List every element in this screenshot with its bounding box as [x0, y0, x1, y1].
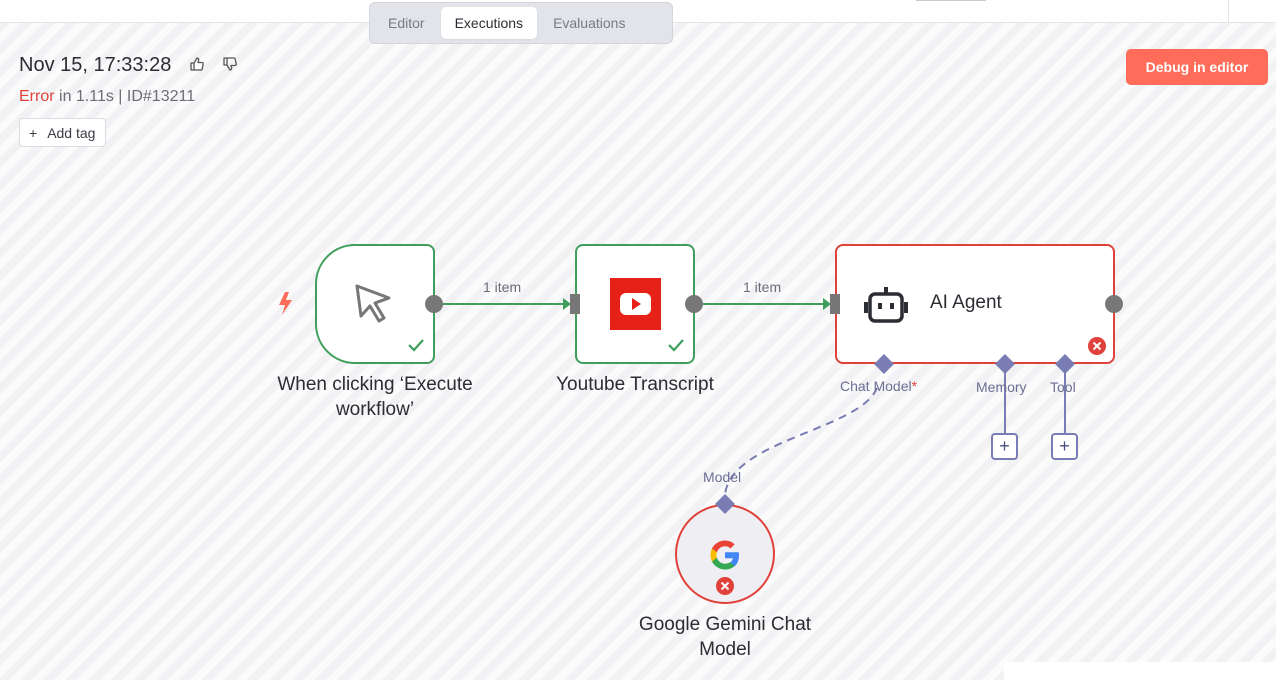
gemini-output-diamond [715, 494, 735, 514]
required-asterisk: * [911, 378, 918, 394]
plus-icon: + [29, 124, 38, 141]
tab-evaluations[interactable]: Evaluations [553, 15, 626, 31]
node-youtube[interactable] [575, 244, 695, 364]
error-icon [716, 577, 734, 595]
memory-input-diamond [995, 354, 1015, 374]
tab-executions[interactable]: Executions [440, 7, 538, 39]
bottom-panel [1004, 662, 1276, 680]
youtube-output-handle [685, 295, 703, 313]
add-tag-label: Add tag [47, 124, 96, 141]
execution-status: Error in 1.11s | ID#13211 [19, 88, 195, 106]
agent-input-handle [830, 294, 840, 314]
connection-arrow-1 [563, 298, 571, 310]
error-icon [1088, 337, 1106, 355]
status-duration-id: in 1.11s | ID#13211 [54, 88, 196, 105]
node-ai-agent[interactable] [835, 244, 1115, 364]
tool-label: Tool [1050, 379, 1076, 395]
status-error: Error [19, 88, 55, 105]
connection-gemini-agent [724, 387, 878, 496]
connection-label-2: 1 item [743, 279, 782, 295]
connection-label-1: 1 item [483, 279, 522, 295]
topbar-line [916, 0, 986, 1]
ai-agent-label: AI Agent [930, 292, 1002, 313]
add-tag-button[interactable]: + Add tag [19, 118, 107, 147]
add-memory-button[interactable]: + [991, 433, 1018, 460]
chat-model-text: Chat Model [840, 378, 912, 394]
gemini-node-label: Google Gemini Chat Model [638, 614, 812, 660]
agent-output-handle [1105, 295, 1123, 313]
trigger-bolt-icon [279, 292, 292, 315]
trigger-node-label: When clicking ‘Execute workflow’ [277, 374, 473, 420]
youtube-node-label: Youtube Transcript [556, 374, 714, 395]
youtube-input-handle [570, 294, 580, 314]
tool-input-diamond [1055, 354, 1075, 374]
add-tool-button[interactable]: + [1051, 433, 1078, 460]
connection-arrow-2 [823, 298, 831, 310]
chat-model-label: Chat Model* [840, 378, 917, 394]
robot-icon [864, 287, 908, 323]
thumbs-down-icon[interactable] [222, 56, 238, 72]
execution-datetime: Nov 15, 17:33:28 [19, 54, 172, 76]
success-check-icon [408, 339, 424, 352]
memory-label: Memory [976, 379, 1027, 395]
trigger-output-handle [425, 295, 443, 313]
model-output-label: Model [703, 469, 742, 485]
chat-model-input-diamond [874, 354, 894, 374]
debug-in-editor-button[interactable]: Debug in editor [1126, 49, 1268, 85]
success-check-icon [668, 339, 684, 352]
cursor-icon [355, 284, 391, 323]
google-icon [710, 540, 739, 570]
node-gemini[interactable] [675, 504, 775, 604]
node-trigger[interactable] [315, 244, 435, 364]
thumbs-up-icon[interactable] [189, 56, 205, 72]
topbar-divider [1228, 0, 1229, 23]
tab-editor[interactable]: Editor [388, 15, 425, 31]
view-tabs: Editor Executions Evaluations [369, 2, 673, 44]
youtube-icon [610, 278, 661, 330]
